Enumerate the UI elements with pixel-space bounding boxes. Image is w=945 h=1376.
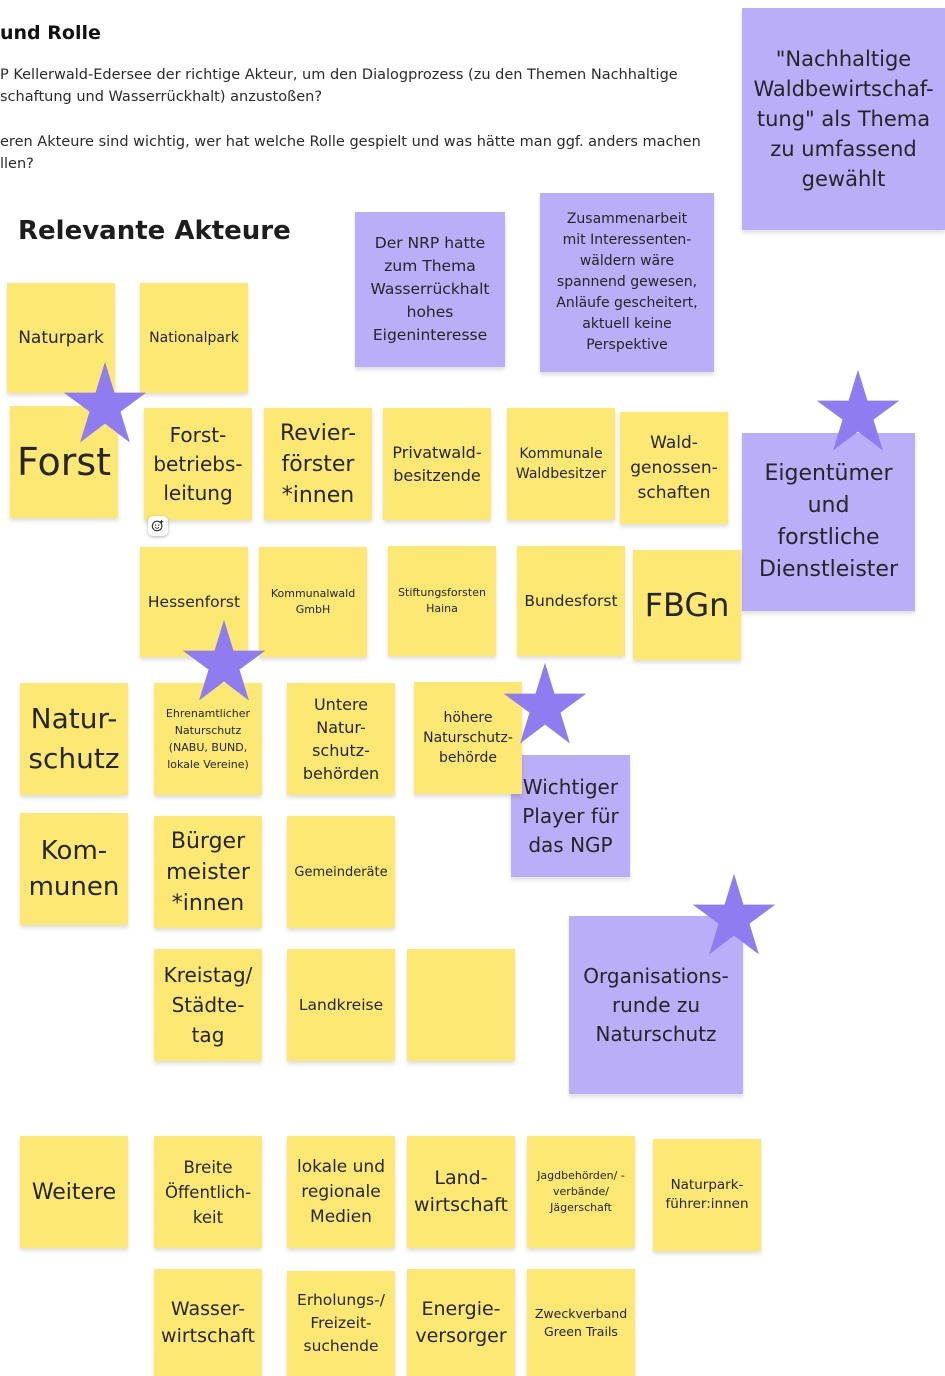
note-empty[interactable] (407, 949, 515, 1061)
note-untere[interactable]: Untere Natur- schutz- behörden (287, 683, 395, 795)
comment-nachhaltige[interactable]: "Nachhaltige Waldbewirtschaf- tung" als … (742, 8, 945, 230)
question-2: eren Akteure sind wichtig, wer hat welch… (0, 134, 701, 172)
star-icon[interactable] (691, 872, 777, 958)
note-landwirtschaft[interactable]: Land- wirtschaft (407, 1136, 515, 1248)
board-title: und Rolle (0, 22, 101, 44)
star-icon[interactable] (62, 360, 148, 446)
note-bundesforst[interactable]: Bundesforst (517, 546, 625, 656)
note-nationalpark[interactable]: Nationalpark (140, 283, 248, 393)
comment-eigentuemer[interactable]: Eigentümer und forstliche Dienstleister (742, 433, 915, 611)
note-breite-oeffentlichkeit[interactable]: Breite Öffentlich- keit (154, 1136, 262, 1248)
note-zweckverband[interactable]: Zweckverband Green Trails (527, 1269, 635, 1376)
note-energie[interactable]: Energie- versorger (407, 1269, 515, 1376)
note-landkreise[interactable]: Landkreise (287, 949, 395, 1061)
note-revierfoerster[interactable]: Revier- förster *innen (264, 408, 372, 520)
note-naturpark[interactable]: Naturpark (7, 283, 115, 393)
note-medien[interactable]: lokale und regionale Medien (287, 1136, 395, 1248)
section-title: Relevante Akteure (18, 216, 291, 246)
add-reaction-icon[interactable] (148, 516, 168, 536)
comment-wichtiger[interactable]: Wichtiger Player für das NGP (511, 755, 630, 877)
note-fbgn[interactable]: FBGn (633, 550, 741, 660)
note-jagd[interactable]: Jagdbehörden/ - verbände/ Jägerschaft (527, 1136, 635, 1248)
note-kreistag[interactable]: Kreistag/ Städte- tag (154, 949, 262, 1061)
note-kommunalwald[interactable]: Kommunalwald GmbH (259, 547, 367, 657)
note-weitere[interactable]: Weitere (20, 1136, 128, 1248)
note-wasserwirtschaft[interactable]: Wasser- wirtschaft (154, 1269, 262, 1376)
note-kommunen[interactable]: Kom- munen (20, 813, 128, 925)
note-gemeinderaete[interactable]: Gemeinderäte (287, 816, 395, 928)
note-naturschutz[interactable]: Natur- schutz (20, 683, 128, 795)
comment-zusammenarbeit[interactable]: Zusammenarbeit mit Interessenten- wälder… (540, 193, 714, 372)
star-icon[interactable] (502, 661, 588, 747)
note-privatwald[interactable]: Privatwald- besitzende (383, 408, 491, 520)
comment-nrp[interactable]: Der NRP hatte zum Thema Wasserrückhalt h… (355, 212, 505, 367)
note-hessenforst[interactable]: Hessenforst (140, 547, 248, 657)
note-ehrenamtlich[interactable]: Ehrenamtlicher Naturschutz (NABU, BUND, … (154, 683, 262, 795)
note-erholung[interactable]: Erholungs-/ Freizeit- suchende (287, 1271, 395, 1376)
note-stiftungsforsten[interactable]: Stiftungsforsten Haina (388, 546, 496, 656)
star-icon[interactable] (181, 618, 267, 704)
note-hoehere[interactable]: höhere Naturschutz- behörde (414, 682, 522, 794)
question-1: P Kellerwald-Edersee der richtige Akteur… (0, 67, 678, 105)
note-forstbetriebsleitung[interactable]: Forst- betriebs- leitung (144, 408, 252, 520)
star-icon[interactable] (815, 368, 901, 454)
note-kommunale-waldbesitzer[interactable]: Kommunale Waldbesitzer (507, 408, 615, 520)
note-buergermeister[interactable]: Bürger meister *innen (154, 816, 262, 928)
note-waldgenossenschaften[interactable]: Wald- genossen- schaften (620, 412, 728, 524)
note-naturparkfuehrer[interactable]: Naturpark- führer:innen (653, 1139, 761, 1251)
